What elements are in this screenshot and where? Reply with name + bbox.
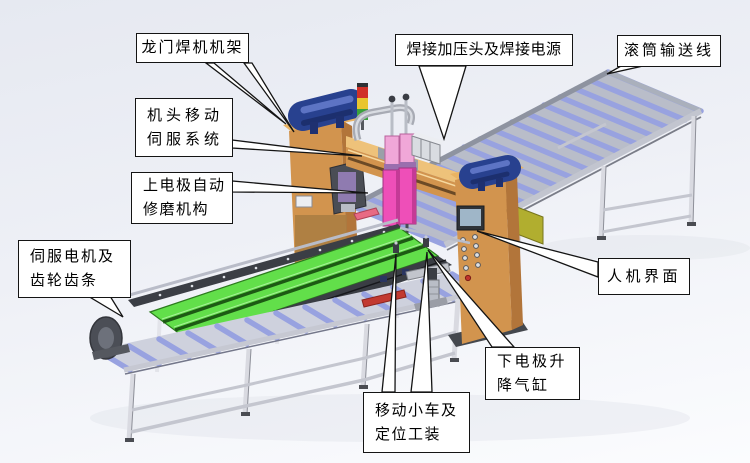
label-text: 人机界面 [606,267,681,285]
trolley-clamps [393,235,429,253]
rail-bearings [158,230,386,297]
air-tank-right [459,155,521,191]
hmi-buttons [460,234,481,271]
label-head-travel-servo: 机头移动 伺服系统 [135,98,233,157]
label-text: 降气缸 [497,376,550,394]
emergency-button [464,274,472,282]
welding-power-box [411,132,444,165]
servo-motor-housing [89,316,130,360]
label-text: 修磨机构 [143,201,210,218]
label-text: 焊接加压头及焊接电源 [406,41,562,58]
lamp-red [357,87,368,98]
label-text: 上电极自动 [143,177,226,194]
lamp-yellow [357,98,368,109]
label-text: 齿轮齿条 [30,272,99,289]
label-text: 伺服系统 [147,130,224,148]
table-legs [125,298,461,442]
leader-gantry-frame-2 [242,62,295,133]
name-plate [295,195,313,208]
label-text: 移动小车及 [375,401,458,419]
leader-lines [85,62,644,393]
label-text: 定位工装 [375,425,442,443]
hmi-panel [456,205,485,282]
label-roller-conveyor: 滚筒输送线 [617,35,721,67]
air-tank-left [288,89,366,134]
electrode-dresser-unit [329,159,367,215]
label-text: 机头移动 [147,106,224,124]
leader-weld-head [418,65,467,142]
label-servo-motor-gear-rack: 伺服电机及 齿轮齿条 [18,240,131,298]
leader-roller-line [606,65,644,75]
label-text: 滚筒输送线 [623,42,714,59]
leader-gantry-frame-1 [204,62,287,125]
label-text: 伺服电机及 [30,248,116,265]
label-hmi: 人机界面 [598,258,690,295]
label-moving-trolley-fixture: 移动小车及 定位工装 [363,392,470,453]
label-text: 龙门焊机机架 [141,39,244,56]
work-table [89,207,488,442]
label-text: 下电极升 [497,352,568,370]
label-weld-press-head-power: 焊接加压头及焊接电源 [395,34,573,66]
label-lower-electrode-cylinder: 下电极升 降气缸 [485,347,580,400]
table-far-rail [125,218,399,298]
label-upper-electrode-dresser: 上电极自动 修磨机构 [131,172,233,224]
conveyor-end-rail [607,69,702,114]
pink-plate [353,207,380,221]
label-gantry-frame: 龙门焊机机架 [136,33,249,63]
leader-servo-motor [85,295,124,318]
